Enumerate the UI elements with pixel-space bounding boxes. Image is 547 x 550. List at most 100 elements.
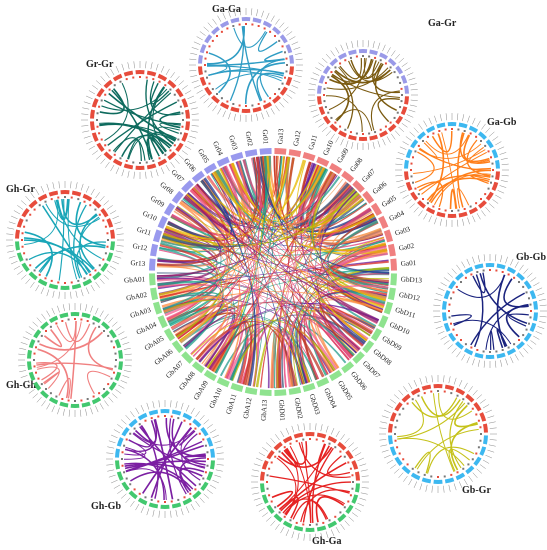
gene-mark	[204, 57, 207, 60]
panel-chromosome	[91, 132, 99, 142]
gene-mark	[399, 106, 402, 109]
panel-tick	[409, 203, 416, 209]
chromosome-segment	[152, 229, 163, 243]
panel-link	[147, 86, 165, 160]
panel-tick	[32, 393, 39, 399]
gene-mark	[57, 196, 60, 199]
gene-mark	[529, 303, 532, 306]
gene-mark	[98, 132, 101, 135]
chromosome-label: Ga13	[276, 128, 285, 144]
panel-chromosome	[33, 381, 42, 391]
panel-link	[36, 362, 58, 381]
panel-tick	[445, 219, 448, 227]
chromosome-label: Ga01	[401, 259, 417, 268]
panel-link	[449, 401, 464, 469]
gene-mark	[104, 93, 107, 96]
gene-mark	[323, 100, 326, 103]
panel-tick	[106, 205, 113, 210]
panel-tick	[523, 347, 529, 354]
panel-chromosome	[379, 130, 388, 138]
panel-tick	[152, 509, 155, 517]
panel-tick	[270, 108, 275, 115]
panel-tick	[88, 90, 96, 95]
gene-mark	[170, 415, 173, 418]
gene-mark	[469, 132, 472, 135]
panel-chromosome	[40, 321, 49, 330]
gene-mark	[139, 76, 141, 78]
gene-mark	[470, 346, 473, 349]
panel-link	[463, 134, 490, 163]
panel-link	[64, 322, 91, 343]
chromosome-segment	[302, 151, 316, 162]
panel-tick	[190, 52, 198, 55]
gene-mark	[108, 149, 111, 152]
panel-tick	[354, 452, 362, 457]
panel-tick	[135, 407, 140, 415]
panel-tick	[52, 182, 55, 190]
gene-mark	[121, 464, 124, 467]
panel-tick	[462, 114, 465, 122]
gene-mark	[106, 232, 109, 235]
panel-tick	[418, 123, 423, 130]
panel-tick	[472, 117, 476, 125]
collinearity-link	[220, 167, 309, 383]
panel-tick	[133, 61, 135, 69]
panel-tick	[270, 15, 275, 22]
gene-mark	[232, 102, 235, 105]
panel-tick	[124, 364, 132, 367]
gene-mark	[70, 281, 73, 284]
panel-tick	[443, 375, 445, 383]
gene-mark	[96, 112, 99, 115]
gene-mark	[102, 387, 105, 390]
panel-tick	[30, 192, 35, 199]
panel-tick	[397, 152, 405, 155]
panel-chromosome	[410, 387, 421, 396]
panel-chromosome	[436, 122, 446, 129]
panel-chromosome	[206, 471, 214, 481]
panel-link	[271, 490, 294, 508]
panel-chromosome	[28, 371, 36, 382]
panel-link	[57, 199, 102, 260]
gene-mark	[476, 348, 479, 351]
panel-tick	[405, 136, 412, 141]
panel-chromosome	[181, 98, 189, 108]
panel-tick	[115, 389, 122, 394]
panel-chromosome	[285, 43, 293, 54]
panel-chromosome	[482, 423, 488, 433]
panel-link	[58, 199, 65, 281]
panel-tick	[488, 421, 496, 424]
panel-link	[87, 326, 113, 371]
panel-tick	[354, 507, 362, 512]
panel-tick	[25, 331, 32, 336]
gene-mark	[177, 138, 180, 141]
panel-link	[441, 132, 458, 209]
panel-tick	[489, 439, 497, 441]
panel-link	[99, 123, 171, 149]
gene-mark	[328, 442, 331, 445]
gene-mark	[281, 82, 284, 85]
gene-mark	[173, 93, 176, 96]
panel-link	[159, 111, 181, 129]
panel-chromosome	[241, 17, 251, 22]
panel-tick	[191, 80, 199, 83]
panel-tick	[117, 489, 124, 494]
panel-chromosome	[167, 151, 177, 161]
panel-tick	[22, 380, 30, 384]
panel-link	[157, 126, 180, 144]
panel-chromosome	[211, 26, 220, 35]
panel-tick	[187, 140, 195, 145]
gene-mark	[21, 245, 24, 248]
collinearity-link	[187, 157, 258, 226]
panel-tick	[79, 303, 82, 311]
gene-mark	[206, 76, 209, 79]
panel-tick	[383, 409, 391, 414]
panel-link	[431, 130, 453, 153]
panel-chromosome	[354, 483, 360, 493]
gene-mark	[475, 413, 478, 416]
gene-mark	[444, 209, 447, 212]
panel-link	[125, 444, 205, 473]
panel-tick	[286, 31, 293, 36]
chromosome-segment	[152, 301, 163, 315]
gene-mark	[489, 156, 492, 159]
panel-tick	[62, 304, 65, 312]
